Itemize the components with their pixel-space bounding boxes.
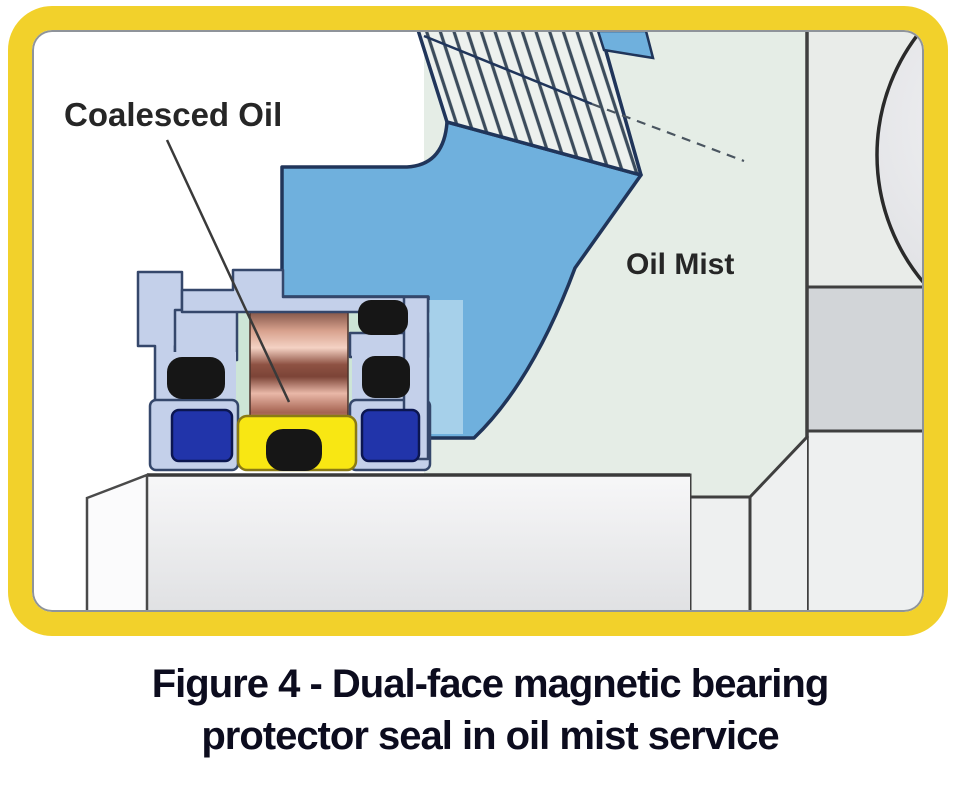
label-oil-mist: Oil Mist [626, 248, 735, 281]
o-ring [167, 357, 225, 399]
energizer-ring [170, 408, 234, 463]
bearing-housing [280, 120, 643, 440]
housing-step [750, 437, 807, 612]
o-ring [266, 429, 322, 471]
bearing-protector-seal [136, 268, 432, 472]
housing-section-middle [807, 287, 924, 431]
housing-wall-joint-line [423, 34, 593, 106]
mist-flow-centerline [591, 102, 745, 163]
shaft [147, 475, 690, 612]
figure-caption: Figure 4 - Dual-face magnetic bearing pr… [0, 658, 980, 762]
energizer-ring [360, 408, 421, 463]
housing-step [690, 497, 750, 612]
housing-blue-sliver [596, 30, 655, 60]
housing-wall-hatch-pattern [416, 30, 643, 177]
o-ring [362, 356, 410, 398]
figure-caption-line2: protector seal in oil mist service [201, 714, 779, 758]
bearing-ball [875, 30, 924, 355]
magnet [249, 306, 349, 428]
step-bevel-edge [747, 434, 810, 500]
label-coalesced-oil: Coalesced Oil [64, 96, 283, 133]
shaft-end-face [85, 473, 149, 612]
figure-caption-line1: Figure 4 - Dual-face magnetic bearing [151, 662, 830, 706]
o-ring [358, 300, 408, 335]
housing-section-lower [807, 431, 924, 612]
coalesced-oil-leader-line [165, 139, 291, 403]
housing-bore-shading [429, 300, 463, 434]
